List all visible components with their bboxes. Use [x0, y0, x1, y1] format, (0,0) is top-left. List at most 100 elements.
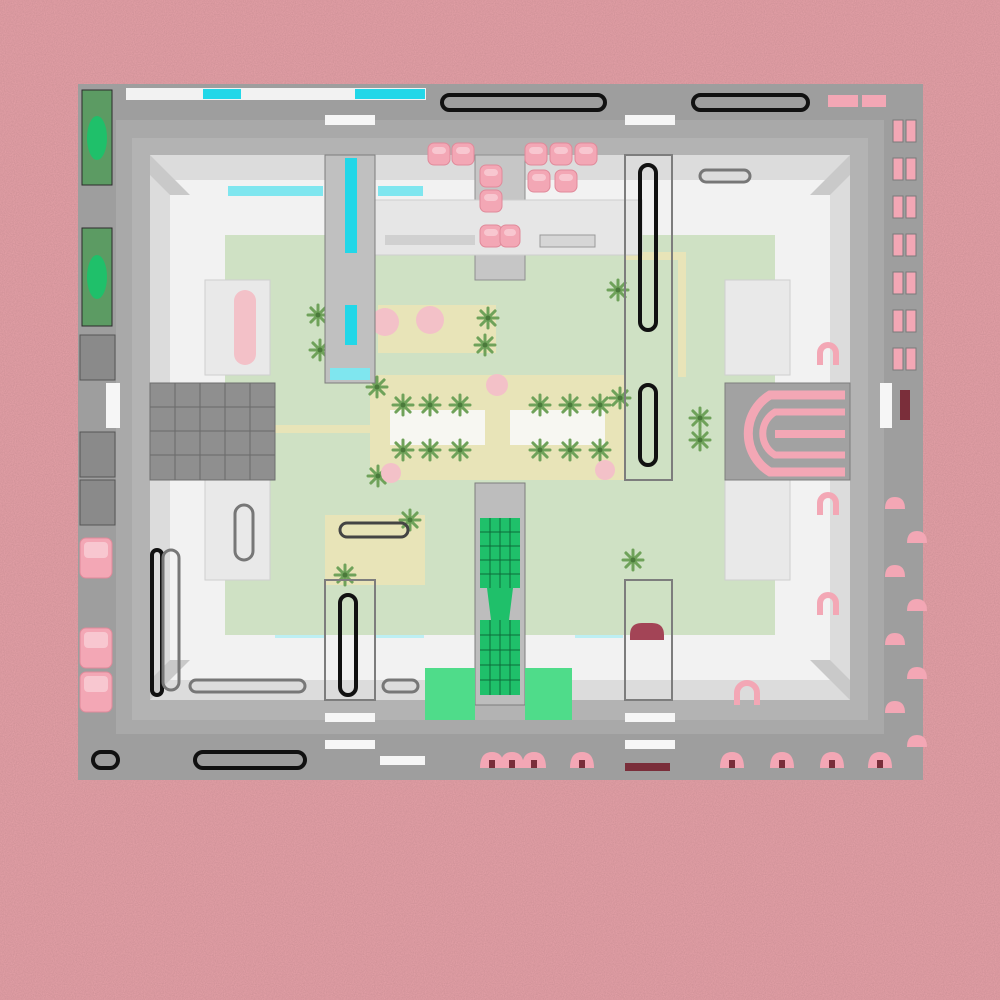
west-room-2: [79, 431, 116, 478]
palm-tree-icon: [365, 375, 389, 399]
parking-seat: [892, 271, 904, 295]
parking-seat: [905, 347, 917, 371]
pool-corridor: [324, 154, 376, 384]
pink-seat-icon: [554, 169, 578, 193]
pod-core: [877, 760, 883, 768]
palm-tree-icon: [448, 393, 472, 417]
track-bench-gray-west: [233, 503, 255, 562]
pink-seat-icon: [885, 633, 905, 645]
palm-core: [407, 517, 413, 523]
sofa-cushion: [84, 676, 108, 692]
parking-seat: [892, 233, 904, 257]
round-seat: [371, 308, 399, 336]
palm-tree-icon: [688, 406, 712, 430]
plaza-pool-left: [390, 410, 485, 445]
plaza-pool-right: [510, 410, 605, 445]
track-bench-top-2: [691, 93, 810, 112]
parking-seat: [892, 157, 904, 181]
parking-seat: [892, 119, 904, 143]
sofa-cushion: [484, 194, 498, 201]
glass-strip-top-left: [228, 186, 323, 196]
cyan-bar-1: [203, 89, 241, 99]
track-bench-gray-ne: [698, 168, 752, 184]
parking-seat: [905, 157, 917, 181]
pink-seat-icon: [79, 671, 113, 713]
pink-seat-icon: [79, 627, 113, 669]
palm-tree-icon: [588, 438, 612, 462]
pink-seat-icon: [907, 667, 927, 679]
green-pad-east: [525, 668, 572, 720]
green-pad-west: [425, 668, 475, 720]
track-bench-top-1: [440, 93, 607, 112]
palm-core: [482, 342, 488, 348]
west-planters: [81, 89, 113, 327]
pink-seat-icon: [885, 565, 905, 577]
u-table: [817, 342, 839, 365]
north-strip: [126, 88, 426, 100]
pink-seat-icon: [770, 752, 794, 768]
track-bench-bottom-1: [193, 750, 307, 770]
track-bench-south-corridor: [338, 593, 358, 697]
palm-core: [537, 447, 543, 453]
long-tables: [234, 290, 256, 365]
sofa-cushion: [579, 147, 593, 154]
planter-core-1: [87, 116, 107, 160]
bench-icon: [828, 95, 858, 107]
west-rooms: [79, 334, 116, 526]
sofa-cushion: [529, 147, 543, 154]
west-hall-lower: [204, 479, 271, 581]
pink-seat-icon: [480, 752, 504, 768]
sofa-cushion: [532, 174, 546, 181]
palm-core: [457, 447, 463, 453]
south-edge-pods: [480, 752, 892, 768]
track-benches: [91, 93, 810, 770]
track-bench-gray-south: [188, 678, 307, 694]
pink-seat-icon: [574, 142, 598, 166]
palm-tree-icon: [448, 438, 472, 462]
palm-core: [317, 347, 323, 353]
maroon-door-east: [900, 390, 910, 420]
pink-seat-icon: [549, 142, 573, 166]
palm-tree-icon: [306, 303, 330, 327]
u-table: [817, 592, 839, 615]
desk: [539, 234, 596, 248]
maroon-accents: [625, 390, 910, 771]
green-grid-lines: [480, 518, 520, 695]
track-bench-courtyard: [338, 521, 410, 539]
pink-seat-icon: [820, 752, 844, 768]
track-bench-east-corridor-2: [638, 383, 658, 467]
south-corridor-east: [624, 579, 673, 701]
palm-core: [630, 557, 636, 563]
pink-seat-icon: [885, 497, 905, 509]
pod-core: [531, 760, 537, 768]
palm-core: [315, 312, 321, 318]
pink-seat-icon: [527, 169, 551, 193]
palm-core: [485, 315, 491, 321]
corridors: [324, 154, 673, 701]
bench-icon: [862, 95, 886, 107]
parking-seat: [905, 271, 917, 295]
palm-core: [617, 395, 623, 401]
pod-seat: [630, 623, 664, 640]
parking-seat: [892, 347, 904, 371]
pink-seat-icon: [499, 224, 521, 248]
west-room-1: [79, 334, 116, 381]
palm-tree-icon: [558, 393, 582, 417]
courtyard-round-seats: [371, 306, 615, 483]
crossing-top-2: [625, 115, 675, 125]
palm-tree-icon: [528, 393, 552, 417]
palm-core: [697, 437, 703, 443]
palm-tree-icon: [418, 438, 442, 462]
parking-seat: [905, 233, 917, 257]
palm-core: [615, 287, 621, 293]
parking-seat: [892, 309, 904, 333]
palm-core: [427, 402, 433, 408]
east-hall-lower: [724, 479, 791, 581]
west-crossing: [106, 382, 276, 481]
palm-core: [374, 384, 380, 390]
pink-seat-icon: [720, 752, 744, 768]
palm-tree-icon: [391, 438, 415, 462]
sofa-cushion: [432, 147, 446, 154]
track-bench-east-corridor: [638, 163, 658, 332]
